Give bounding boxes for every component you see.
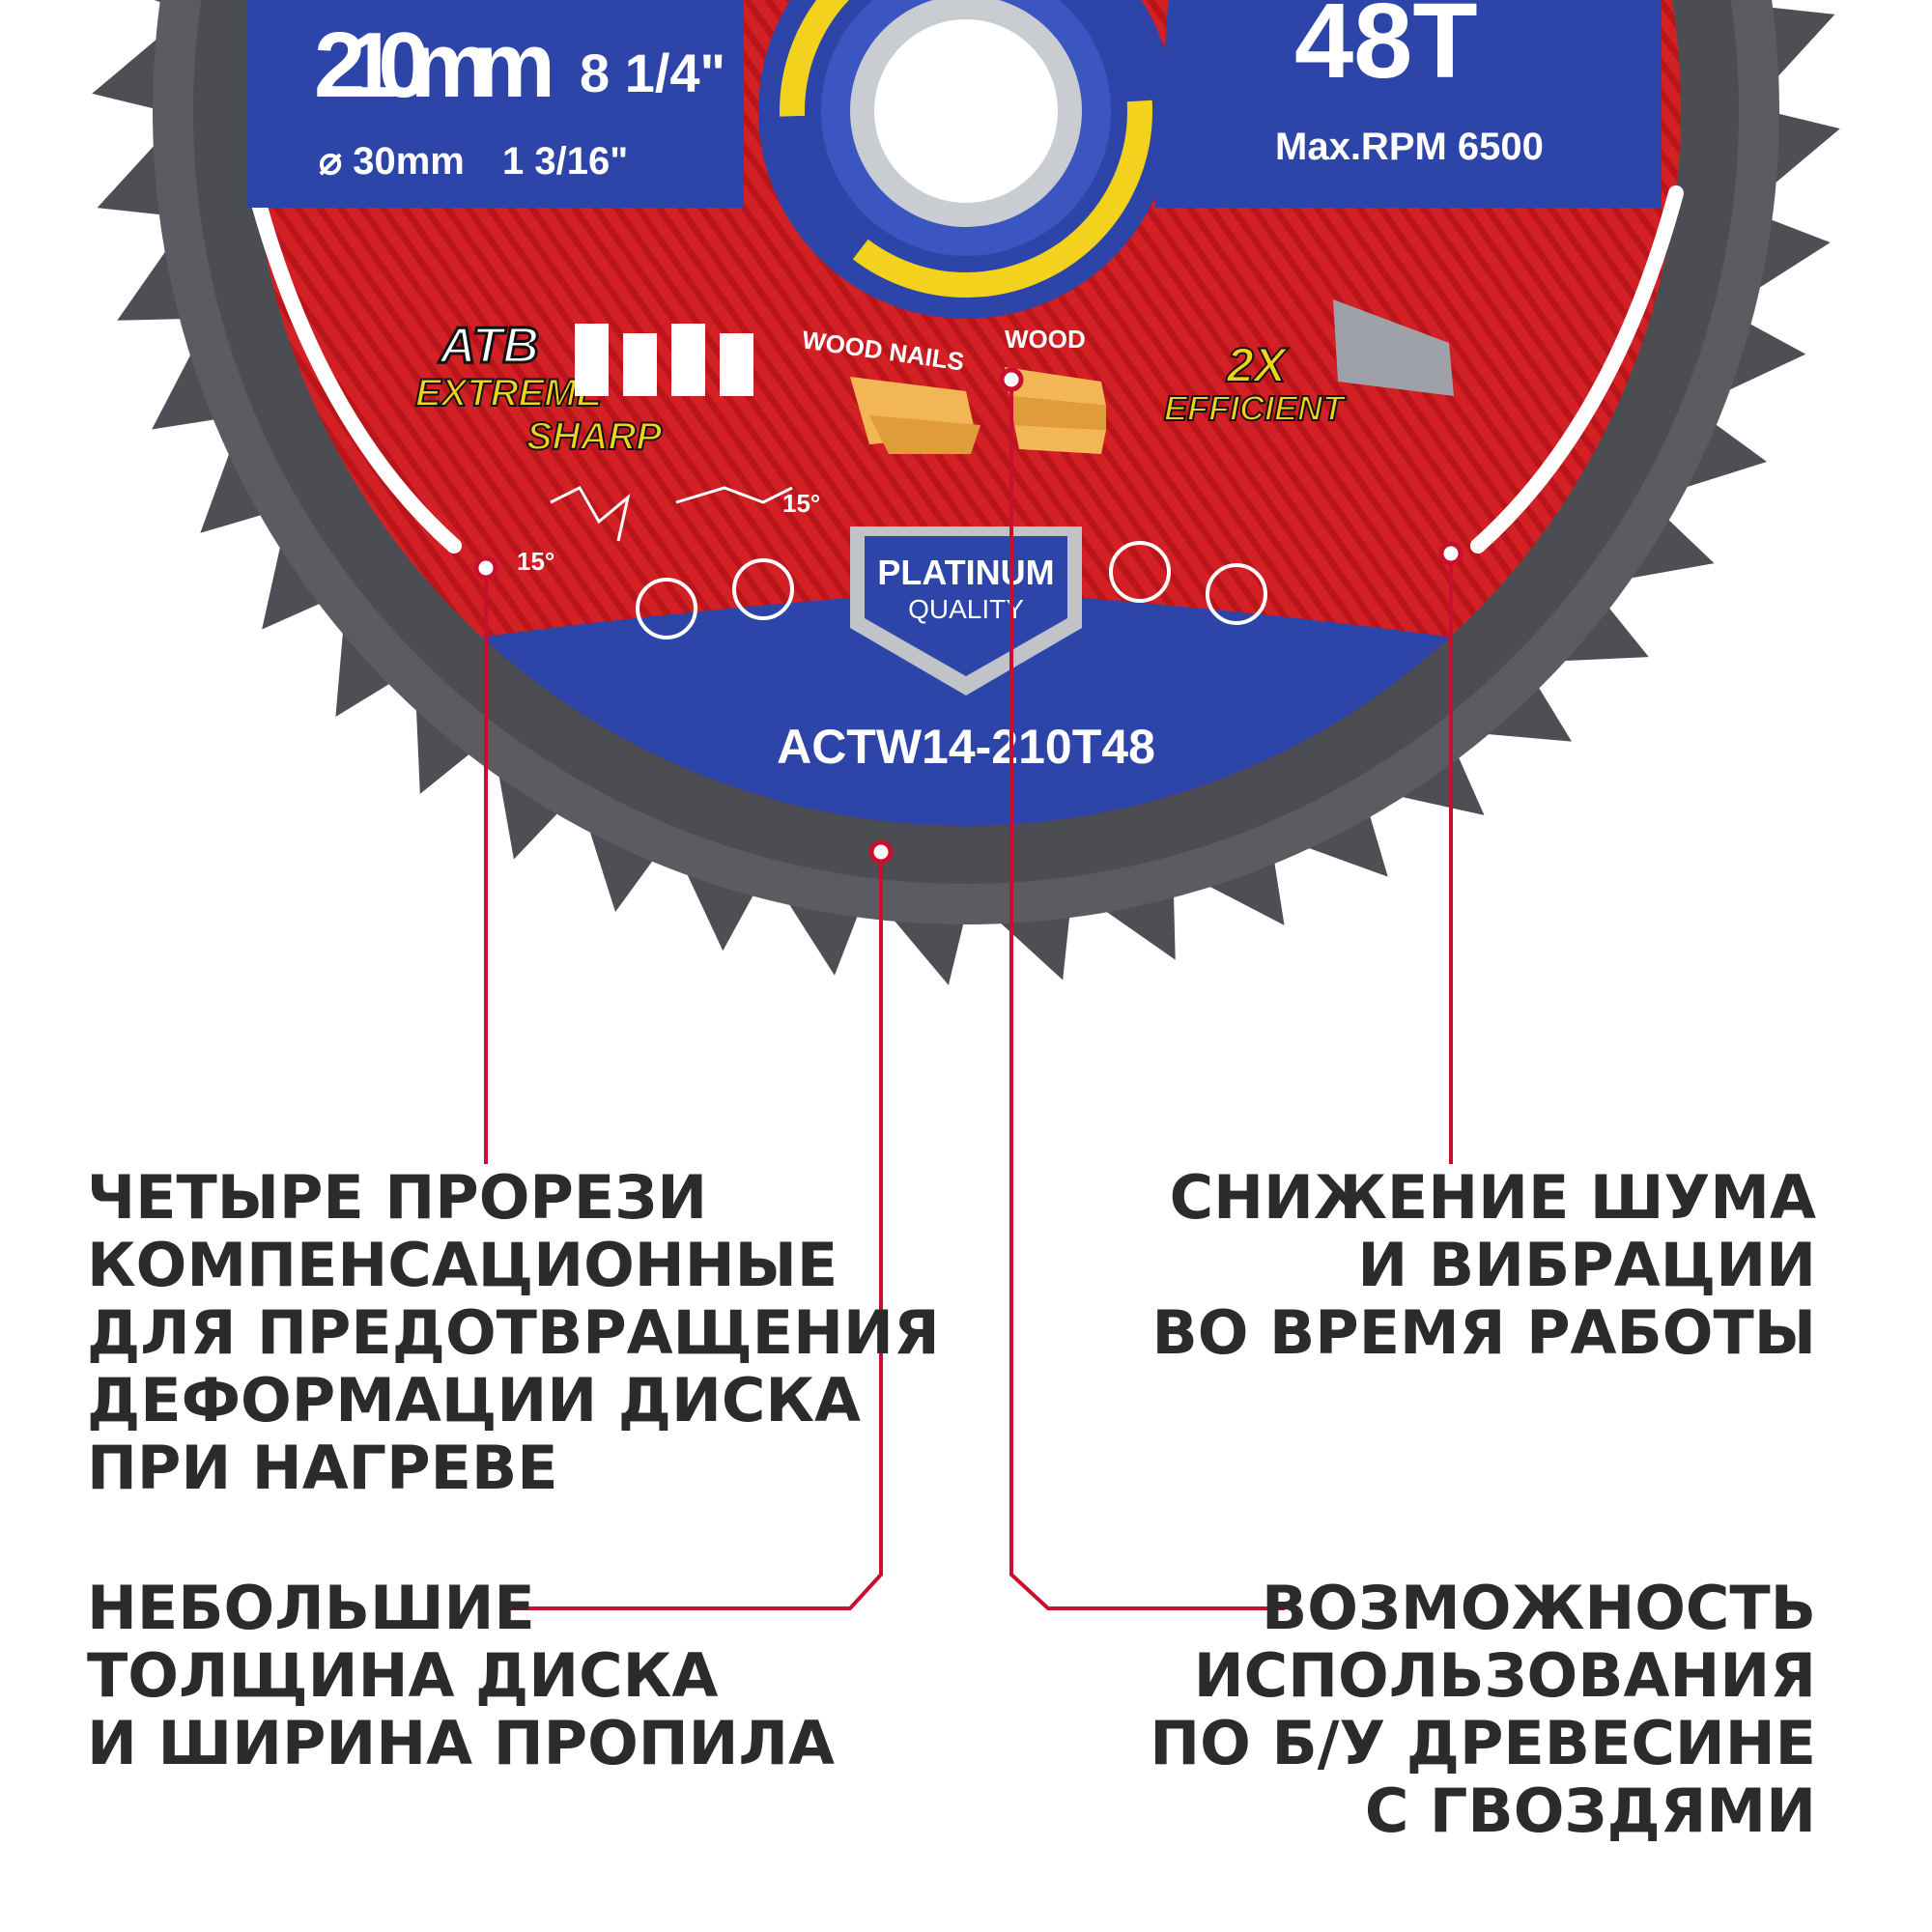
callout-lines bbox=[484, 380, 1453, 1610]
efficient-logo: 2X EFFICIENT bbox=[1163, 299, 1454, 429]
callout-noise-reduction: СНИЖЕНИЕ ШУМА И ВИБРАЦИИ ВО ВРЕМЯ РАБОТЫ bbox=[1151, 1164, 1816, 1367]
callout-line: ТОЛЩИНА ДИСКА bbox=[87, 1640, 719, 1711]
blade-tooth bbox=[1671, 417, 1768, 493]
callout-line: НЕБОЛЬШИЕ bbox=[87, 1573, 535, 1643]
blade-tooth bbox=[1293, 805, 1388, 877]
blade-tooth bbox=[1195, 851, 1285, 925]
svg-text:15°: 15° bbox=[782, 489, 820, 518]
callout-line: ДЕФОРМАЦИИ ДИСКА bbox=[87, 1365, 862, 1435]
callout-line-thin bbox=[502, 852, 883, 1610]
callout-line: ВОЗМОЖНОСТЬ bbox=[1262, 1573, 1816, 1643]
svg-text:WOOD: WOOD bbox=[1005, 325, 1086, 354]
callout-line: С ГВОЗДЯМИ bbox=[1364, 1776, 1816, 1846]
callout-line: СНИЖЕНИЕ ШУМА bbox=[1169, 1162, 1816, 1233]
callout-line: ПО Б/У ДРЕВЕСИНЕ bbox=[1150, 1708, 1816, 1778]
callout-line: ЧЕТЫРЕ ПРОРЕЗИ bbox=[87, 1162, 708, 1233]
blade-tooth bbox=[92, 29, 169, 111]
bore-size-inch: 1 3/16" bbox=[502, 140, 628, 183]
atb-extreme-sharp-logo: ATB EXTREME SHARP bbox=[414, 317, 753, 459]
callout-dots bbox=[473, 367, 1463, 865]
svg-text:PLATINUM: PLATINUM bbox=[877, 553, 1054, 592]
callout-dot-nails bbox=[999, 367, 1024, 392]
callout-line: ПРИ НАГРЕВЕ bbox=[87, 1433, 558, 1503]
callout-expansion-slots: ЧЕТЫРЕ ПРОРЕЗИ КОМПЕНСАЦИОННЫЕ ДЛЯ ПРЕДО… bbox=[87, 1164, 940, 1502]
svg-text:QUALITY: QUALITY bbox=[908, 594, 1024, 624]
blade-tooth bbox=[200, 439, 272, 533]
svg-text:EFFICIENT: EFFICIENT bbox=[1164, 388, 1347, 428]
svg-text:EXTREME: EXTREME bbox=[415, 372, 604, 414]
svg-text:ATB: ATB bbox=[438, 318, 539, 374]
arbor-hub bbox=[758, 0, 1174, 319]
blade-tooth bbox=[97, 133, 172, 216]
blade-tooth bbox=[262, 531, 330, 630]
wood-icon: WOOD bbox=[1005, 325, 1106, 454]
callout-dot-noise bbox=[1438, 541, 1463, 566]
callout-line: И ВИБРАЦИИ bbox=[1357, 1230, 1816, 1300]
callout-line: ВО ВРЕМЯ РАБОТЫ bbox=[1151, 1297, 1816, 1368]
platinum-quality-badge: PLATINUM QUALITY bbox=[850, 526, 1082, 696]
callout-thin-kerf: НЕБОЛЬШИЕ ТОЛЩИНА ДИСКА И ШИРИНА ПРОПИЛА bbox=[87, 1575, 835, 1777]
bore-size-metric: ⌀ 30mm bbox=[319, 140, 465, 183]
blade-tooth bbox=[1760, 6, 1835, 89]
teeth-rpm-panel: 48T Max.RPM 6500 bbox=[1154, 0, 1662, 208]
safety-icons bbox=[636, 541, 1267, 639]
callout-line: ИСПОЛЬЗОВАНИЯ bbox=[1193, 1640, 1816, 1711]
max-rpm: Max.RPM 6500 bbox=[1275, 126, 1544, 168]
tooth-angle-diagram: 15° 15° bbox=[517, 486, 820, 576]
blade-size-inch: 8 1/4" bbox=[580, 43, 725, 103]
teeth-count: 48T bbox=[1294, 0, 1478, 100]
svg-text:SHARP: SHARP bbox=[526, 415, 662, 458]
blade-tooth bbox=[152, 340, 226, 430]
svg-text:2X: 2X bbox=[1226, 338, 1289, 392]
callout-dot-slots bbox=[473, 555, 498, 581]
callout-line-nails bbox=[1009, 380, 1285, 1610]
blade-tooth bbox=[1763, 111, 1840, 193]
callout-dot-thin bbox=[868, 839, 894, 865]
blade-tooth bbox=[1386, 747, 1485, 815]
arbor-hole bbox=[874, 19, 1058, 203]
expansion-slots bbox=[248, 185, 1684, 554]
blade-tooth bbox=[584, 816, 660, 913]
callout-line: КОМПЕНСАЦИОННЫЕ bbox=[87, 1230, 838, 1300]
model-number: ACTW14-210T48 bbox=[777, 720, 1155, 774]
callout-line: И ШИРИНА ПРОПИЛА bbox=[87, 1708, 836, 1778]
callout-nailed-wood: ВОЗМОЖНОСТЬ ИСПОЛЬЗОВАНИЯ ПО Б/У ДРЕВЕСИ… bbox=[1150, 1575, 1816, 1845]
callout-line: ДЛЯ ПРЕДОТВРАЩЕНИЯ bbox=[87, 1297, 940, 1368]
blade-size-metric: 210mm bbox=[314, 14, 555, 117]
svg-text:15°: 15° bbox=[517, 547, 554, 576]
size-label-panel: 210mm 8 1/4" ⌀ 30mm 1 3/16" bbox=[246, 0, 744, 208]
blade-tooth bbox=[884, 908, 966, 985]
